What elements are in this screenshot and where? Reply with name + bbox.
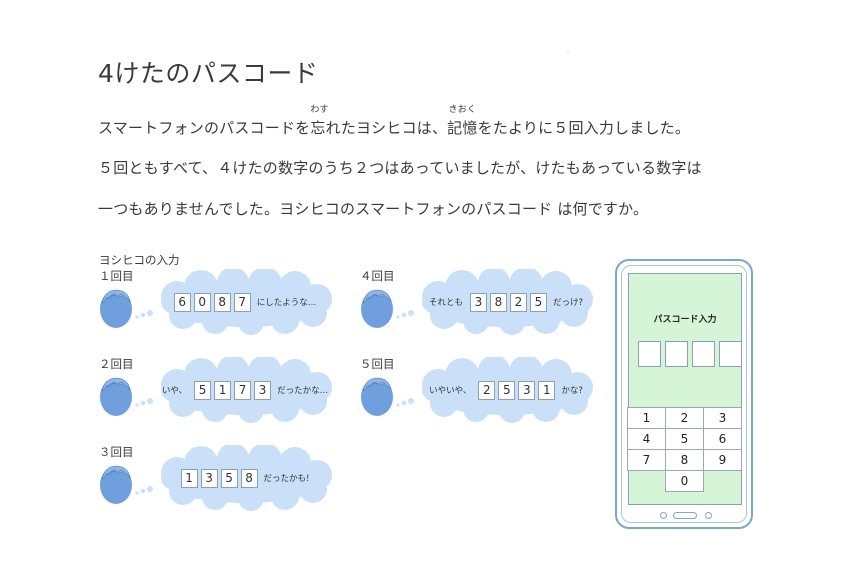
person-icon bbox=[99, 375, 153, 421]
digit-box: 7 bbox=[234, 380, 252, 400]
passcode-screen-title: パスコード入力 bbox=[653, 315, 717, 325]
line1-before: スマートフォンのパスコードを bbox=[98, 119, 311, 137]
digit-box: 5 bbox=[194, 380, 212, 400]
key-9[interactable]: 9 bbox=[703, 449, 742, 471]
digit-box: 8 bbox=[240, 468, 258, 488]
ruby-base-1: 忘 bbox=[310, 119, 326, 137]
decorative-mark bbox=[566, 52, 570, 53]
digit-box: 3 bbox=[470, 292, 487, 312]
digit-box: 7 bbox=[233, 292, 251, 312]
digit-box: 5 bbox=[530, 292, 547, 312]
bubble-prefix-text: いやいや、 bbox=[429, 386, 472, 396]
ruby-reading-2: きおく bbox=[448, 105, 477, 115]
key-6[interactable]: 6 bbox=[703, 428, 742, 450]
passcode-boxes bbox=[638, 341, 742, 367]
digit-box: 8 bbox=[490, 292, 507, 312]
attempt-label: １回目 bbox=[99, 269, 134, 283]
digit-box: 5 bbox=[220, 468, 238, 488]
key-blank-left bbox=[627, 470, 666, 492]
key-4[interactable]: 4 bbox=[627, 428, 666, 450]
key-1[interactable]: 1 bbox=[627, 407, 666, 429]
line1-after: をたよりに５回入力しました。 bbox=[477, 119, 691, 137]
problem-line-1: スマートフォンのパスコードを忘 わすれたヨシヒコは、記憶 きおくをたよりに５回入力し… bbox=[98, 105, 691, 138]
passcode-box-1[interactable] bbox=[638, 341, 661, 367]
attempts-caption: ヨシヒコの入力 bbox=[99, 253, 180, 267]
back-button-icon[interactable] bbox=[660, 512, 667, 519]
bubble-prefix-text: それとも bbox=[428, 298, 463, 308]
key-7[interactable]: 7 bbox=[627, 449, 666, 471]
key-0[interactable]: 0 bbox=[665, 470, 704, 492]
ruby-wasu: 忘わす bbox=[310, 105, 328, 138]
person-icon bbox=[99, 463, 153, 509]
person-icon bbox=[360, 375, 414, 421]
person-icon bbox=[99, 287, 153, 333]
key-3[interactable]: 3 bbox=[703, 407, 742, 429]
key-8[interactable]: 8 bbox=[665, 449, 704, 471]
digit-box: 2 bbox=[478, 380, 496, 400]
digit-box: 2 bbox=[510, 292, 527, 312]
bubble-suffix-text: だったかも! bbox=[263, 474, 310, 484]
phone-inner-frame bbox=[621, 265, 747, 523]
attempt-label: ３回目 bbox=[99, 445, 134, 459]
ruby-kioku: 記憶きおく bbox=[447, 105, 478, 138]
bubble-suffix-text: だっけ? bbox=[553, 298, 584, 308]
phone-screen: パスコード入力 1 2 3 4 5 6 7 8 9 0 bbox=[627, 273, 742, 505]
key-blank-right bbox=[703, 470, 742, 492]
bubble-suffix-text: だったかな… bbox=[277, 386, 329, 396]
page-title: 4けたのパスコード bbox=[98, 59, 319, 88]
menu-button-icon[interactable] bbox=[705, 512, 712, 519]
attempt-label: ４回目 bbox=[360, 269, 395, 283]
phone-bottom-bar bbox=[617, 511, 751, 521]
digit-box: 3 bbox=[200, 468, 218, 488]
passcode-box-3[interactable] bbox=[692, 341, 715, 367]
home-button-icon[interactable] bbox=[673, 512, 697, 519]
key-2[interactable]: 2 bbox=[665, 407, 704, 429]
digit-box: 3 bbox=[254, 380, 272, 400]
passcode-box-2[interactable] bbox=[665, 341, 688, 367]
problem-line-2: ５回ともすべて、４けたの数字のうち２つはあっていましたが、けたもあっている数字は bbox=[98, 159, 702, 177]
bubble-suffix-text: にしたような… bbox=[256, 298, 317, 308]
bubble-prefix-text: いや、 bbox=[161, 386, 188, 396]
person-icon bbox=[360, 287, 414, 333]
digit-box: 1 bbox=[214, 380, 232, 400]
keypad: 1 2 3 4 5 6 7 8 9 0 bbox=[627, 407, 742, 492]
digit-box: 6 bbox=[173, 292, 191, 312]
passcode-box-4[interactable] bbox=[719, 341, 742, 367]
digit-box: 8 bbox=[213, 292, 231, 312]
line1-middle: れたヨシヒコは、 bbox=[325, 119, 448, 137]
digit-box: 1 bbox=[538, 380, 556, 400]
digit-box: 3 bbox=[518, 380, 536, 400]
attempt-label: ２回目 bbox=[99, 357, 134, 371]
attempt-label: ５回目 bbox=[360, 357, 395, 371]
key-5[interactable]: 5 bbox=[665, 428, 704, 450]
smartphone: パスコード入力 1 2 3 4 5 6 7 8 9 0 bbox=[615, 259, 753, 529]
bubble-suffix-text: かな? bbox=[561, 386, 583, 396]
digit-box: 1 bbox=[180, 468, 198, 488]
digit-box: 5 bbox=[498, 380, 516, 400]
ruby-base-2: 記憶 bbox=[447, 119, 478, 137]
ruby-reading-1: わす bbox=[310, 105, 329, 115]
digit-box: 0 bbox=[193, 292, 211, 312]
problem-line-3: 一つもありませんでした。ヨシヒコのスマートフォンのパスコード は何ですか。 bbox=[98, 200, 649, 218]
